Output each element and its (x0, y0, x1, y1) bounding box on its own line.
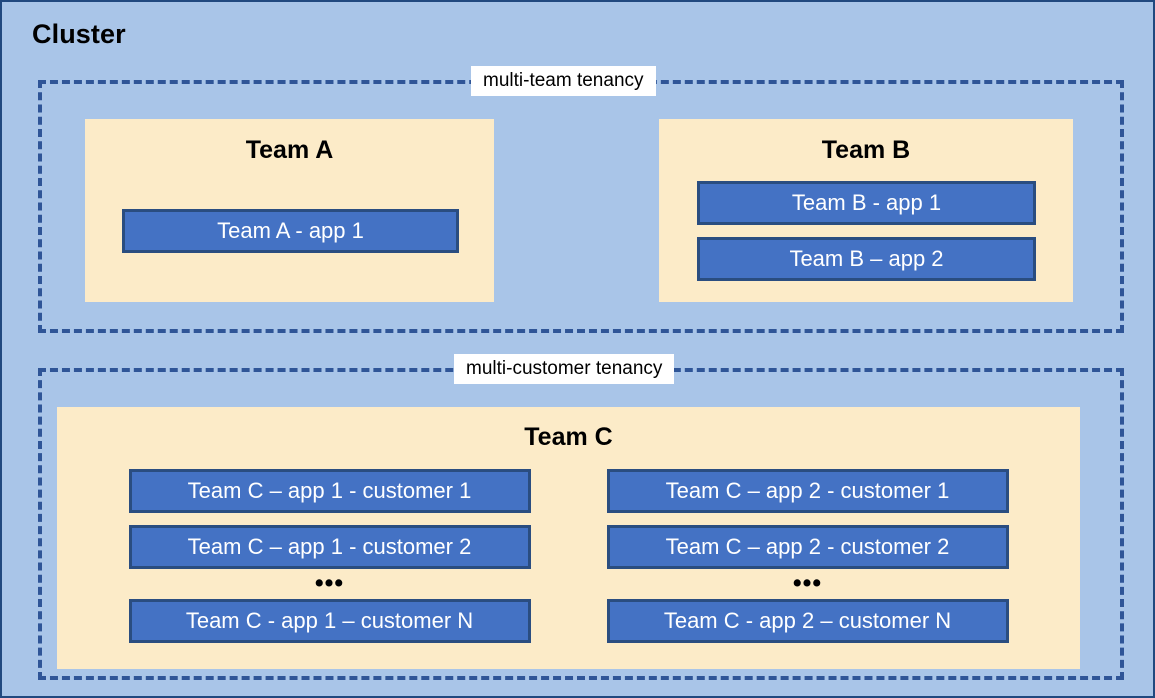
ellipsis-team-c-app-1: ••• (314, 569, 345, 597)
team-title-team-c: Team C (524, 423, 613, 451)
team-title-team-b: Team B (821, 136, 911, 164)
app-box-team-b-app-1[interactable]: Team B - app 1 (697, 181, 1036, 225)
team-title-team-a: Team A (245, 136, 334, 164)
app-box-team-c-app-2-customer-2[interactable]: Team C – app 2 - customer 2 (606, 525, 1009, 569)
app-list-team-a: Team A - app 1 (122, 209, 459, 253)
tenancy-zone-label-multi-team: multi-team tenancy (471, 66, 656, 96)
cluster-title: Cluster (32, 19, 126, 49)
app-box-team-c-app-1-customer-2[interactable]: Team C – app 1 - customer 2 (128, 525, 531, 569)
app-box-team-c-app-2-customer-n[interactable]: Team C - app 2 – customer N (606, 599, 1009, 643)
app-box-team-c-app-2-customer-1[interactable]: Team C – app 2 - customer 1 (606, 469, 1009, 513)
app-column-team-c-app-1: Team C – app 1 - customer 1 Team C – app… (128, 469, 531, 643)
team-box-team-a: Team A Team A - app 1 (85, 119, 494, 302)
app-column-team-c-app-2: Team C – app 2 - customer 1 Team C – app… (606, 469, 1009, 643)
app-grid-team-c: Team C – app 1 - customer 1 Team C – app… (57, 469, 1080, 643)
ellipsis-team-c-app-2: ••• (792, 569, 823, 597)
app-box-team-c-app-1-customer-n[interactable]: Team C - app 1 – customer N (128, 599, 531, 643)
team-box-team-c: Team C Team C – app 1 - customer 1 Team … (57, 407, 1080, 669)
app-box-team-a-app-1[interactable]: Team A - app 1 (122, 209, 459, 253)
app-box-team-c-app-1-customer-1[interactable]: Team C – app 1 - customer 1 (128, 469, 531, 513)
team-box-team-b: Team B Team B - app 1 Team B – app 2 (659, 119, 1073, 302)
app-list-team-b: Team B - app 1 Team B – app 2 (697, 181, 1036, 281)
tenancy-zone-label-multi-customer: multi-customer tenancy (454, 354, 675, 384)
app-box-team-b-app-2[interactable]: Team B – app 2 (697, 237, 1036, 281)
